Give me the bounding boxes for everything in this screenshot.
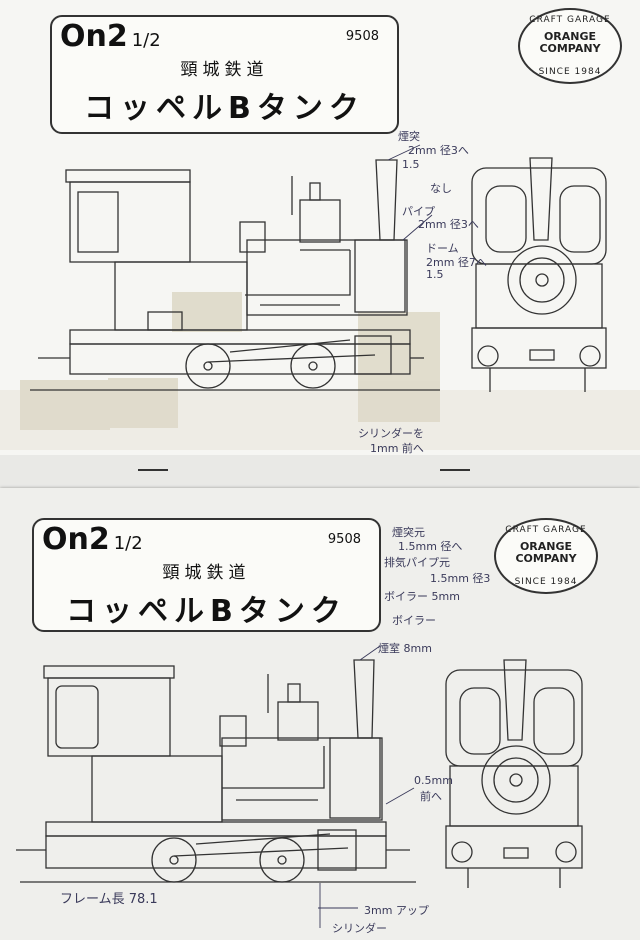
locomotive-drawing-bottom (16, 645, 583, 928)
note: 1.5 (402, 158, 420, 171)
note: ボイラー 5mm (384, 590, 460, 603)
note: 2mm 径3へ (408, 144, 469, 157)
drawing-code: 9508 (345, 29, 379, 44)
note: 2mm 径7へ (426, 256, 487, 269)
note: 3mm アップ (364, 904, 429, 917)
model-name: コッペルBタンク (84, 91, 365, 126)
railway-name: 頸城鉄道 (162, 563, 251, 583)
note: シリンダー (332, 922, 387, 935)
note: 2mm 径3へ (418, 218, 479, 231)
note: 1mm 前へ (370, 442, 424, 455)
note: パイプ (402, 205, 435, 218)
note: 排気パイプ元 (384, 556, 450, 569)
note: 煙室 8mm (378, 642, 432, 655)
note: 1.5 (426, 268, 444, 281)
note: 1.5mm 径3 (430, 572, 491, 585)
note: 1.5mm 径へ (398, 540, 463, 553)
note: 煙突元 (392, 526, 425, 539)
note: ボイラー (392, 614, 436, 627)
note-chimney: 煙突 (398, 130, 420, 143)
locomotive-drawing-top (0, 144, 640, 450)
note: なし (430, 182, 452, 195)
sheet-gap (0, 455, 640, 488)
note: ドーム (426, 242, 459, 255)
note-cylinder: シリンダーを (358, 427, 424, 440)
railway-name: 頸城鉄道 (180, 60, 269, 80)
note-frame-length: フレーム長 78.1 (60, 892, 158, 907)
note: 前へ (420, 790, 442, 803)
model-name: コッペルBタンク (66, 594, 347, 629)
note: 0.5mm (414, 774, 453, 787)
drawing-code: 9508 (327, 532, 361, 547)
